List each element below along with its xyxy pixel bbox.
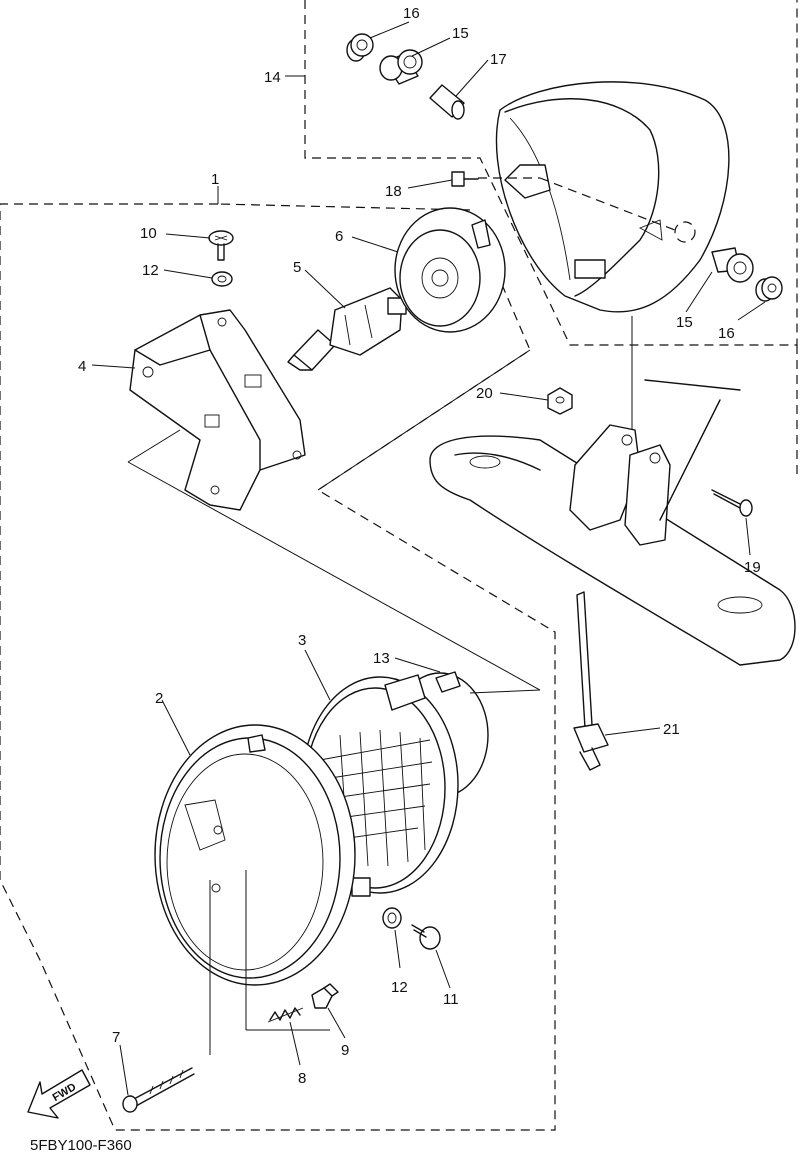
assembly-lines	[127, 177, 681, 1055]
part-6-socket-housing	[394, 207, 506, 333]
callout-16-top: 16	[403, 5, 420, 22]
callout-3: 3	[298, 632, 306, 649]
part-15-collar-right	[711, 247, 754, 283]
part-8-spring	[267, 1007, 304, 1023]
fwd-label: FWD	[51, 1081, 79, 1104]
callout-16-right: 16	[718, 325, 735, 342]
callout-21: 21	[663, 721, 680, 738]
callout-19: 19	[744, 559, 761, 576]
lower-bracket-stay	[429, 379, 796, 666]
part-10-screw	[208, 230, 234, 261]
part-11-screw	[411, 924, 441, 950]
part-9-adjuster	[311, 983, 339, 1009]
callout-8: 8	[298, 1070, 306, 1087]
headlight-body-shell	[495, 81, 730, 313]
callout-9: 9	[341, 1042, 349, 1059]
part-2-rim	[154, 724, 356, 986]
callout-11: 11	[443, 991, 459, 1008]
callout-labels: 1 2 3 4 5 6 7 8 9 10 11 12 12 13 14 15 1…	[78, 5, 761, 1087]
part-18-screw	[451, 171, 479, 187]
callout-20: 20	[476, 385, 493, 402]
group-14-boundary	[304, 0, 798, 346]
fwd-arrow-icon: FWD	[27, 1069, 91, 1119]
callout-7: 7	[112, 1029, 120, 1046]
callout-2: 2	[155, 690, 163, 707]
part-4-bracket	[129, 309, 306, 511]
part-12-washer-top	[211, 271, 233, 287]
callout-18: 18	[385, 183, 402, 200]
callout-15-right: 15	[676, 314, 693, 331]
callout-6: 6	[335, 228, 343, 245]
part-16-bush-right	[755, 276, 783, 302]
callout-5: 5	[293, 259, 301, 276]
part-17-pipe	[429, 84, 465, 120]
part-15-collar-top	[379, 49, 423, 85]
part-20-nut	[547, 387, 573, 415]
part-19-bolt	[711, 489, 753, 517]
callout-17: 17	[490, 51, 507, 68]
callout-12-top: 12	[142, 262, 159, 279]
callout-1: 1	[211, 171, 219, 188]
callout-13: 13	[373, 650, 390, 667]
callout-10: 10	[140, 225, 157, 242]
diagram-code: 5FBY100-F360	[30, 1137, 132, 1154]
part-7-screw	[122, 1067, 195, 1113]
part-12-washer-lower	[382, 907, 402, 929]
callout-4: 4	[78, 358, 86, 375]
callout-14: 14	[264, 69, 281, 86]
part-5-bulb	[287, 287, 407, 371]
callout-15-top: 15	[452, 25, 469, 42]
callout-12-lower: 12	[391, 979, 408, 996]
group-1-boundary	[0, 203, 556, 1131]
leader-lines	[91, 21, 766, 1096]
part-21-cable-tie	[573, 591, 609, 771]
part-16-bush-top	[346, 33, 374, 62]
